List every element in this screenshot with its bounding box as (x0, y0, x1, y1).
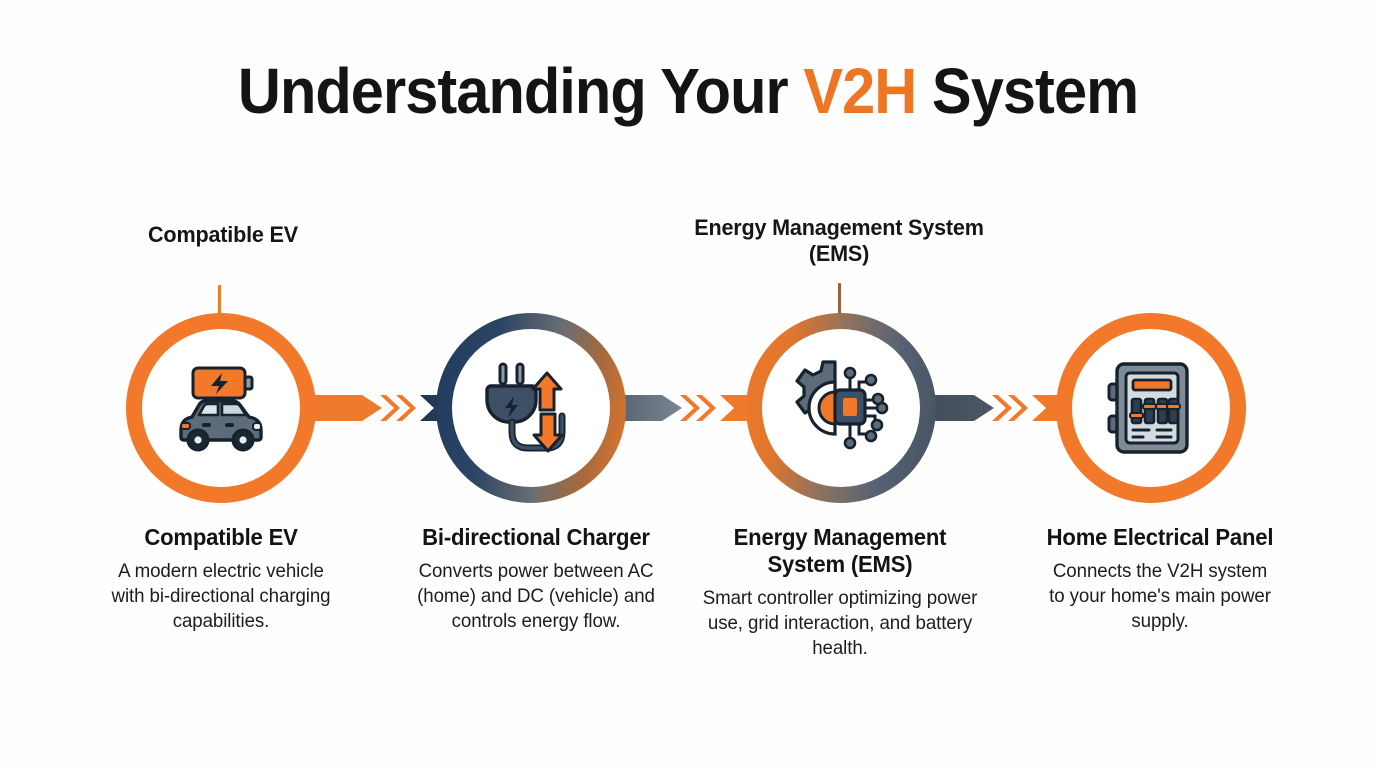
block-description-compatible-ev: A modern electric vehicle with bi-direct… (111, 559, 331, 632)
block-bidirectional-charger: Bi-directional Charger Converts power be… (398, 524, 674, 634)
bidirectional-plug-icon (479, 356, 583, 460)
stem-compatible-ev (218, 285, 221, 317)
page-title: Understanding Your V2H System (48, 55, 1328, 127)
block-description-energy-management-system: Smart controller optimizing power use, g… (702, 586, 978, 659)
block-title-energy-management-system: Energy Management System (EMS) (733, 524, 947, 577)
block-compatible-ev: Compatible EV A modern electric vehicle … (105, 524, 337, 634)
top-label-compatible-ev-text: Compatible EV (148, 222, 298, 247)
top-label-ems: Energy Management System (EMS) (694, 215, 984, 268)
block-description-home-electrical-panel: Connects the V2H system to your home's m… (1049, 559, 1271, 632)
node-ring-compatible-ev (126, 313, 316, 503)
node-bidirectional-charger[interactable] (436, 313, 626, 503)
node-ring-bidirectional-charger (436, 313, 626, 503)
title-text-after: System (916, 55, 1139, 127)
top-label-compatible-ev: Compatible EV (113, 222, 334, 248)
block-energy-management-system: Energy Management System (EMS) Smart con… (690, 524, 990, 661)
stem-ems (838, 283, 841, 316)
electrical-panel-icon (1099, 356, 1203, 460)
block-title-compatible-ev: Compatible EV (144, 524, 298, 550)
block-home-electrical-panel: Home Electrical Panel Connects the V2H s… (1040, 524, 1280, 634)
title-accent-v2h: V2H (803, 55, 917, 127)
title-text-before: Understanding Your (237, 55, 804, 127)
block-title-home-electrical-panel: Home Electrical Panel (1046, 524, 1274, 550)
node-compatible-ev[interactable] (126, 313, 316, 503)
gear-circuit-chip-icon (789, 356, 893, 460)
node-ring-home-electrical-panel (1056, 313, 1246, 503)
block-title-bidirectional-charger: Bi-directional Charger (422, 524, 650, 550)
node-ring-energy-management-system (746, 313, 936, 503)
block-description-bidirectional-charger: Converts power between AC (home) and DC … (417, 559, 655, 632)
top-label-ems-text: Energy Management System (EMS) (694, 215, 984, 267)
node-home-electrical-panel[interactable] (1056, 313, 1246, 503)
ev-car-battery-icon (169, 356, 273, 460)
node-energy-management-system[interactable] (746, 313, 936, 503)
